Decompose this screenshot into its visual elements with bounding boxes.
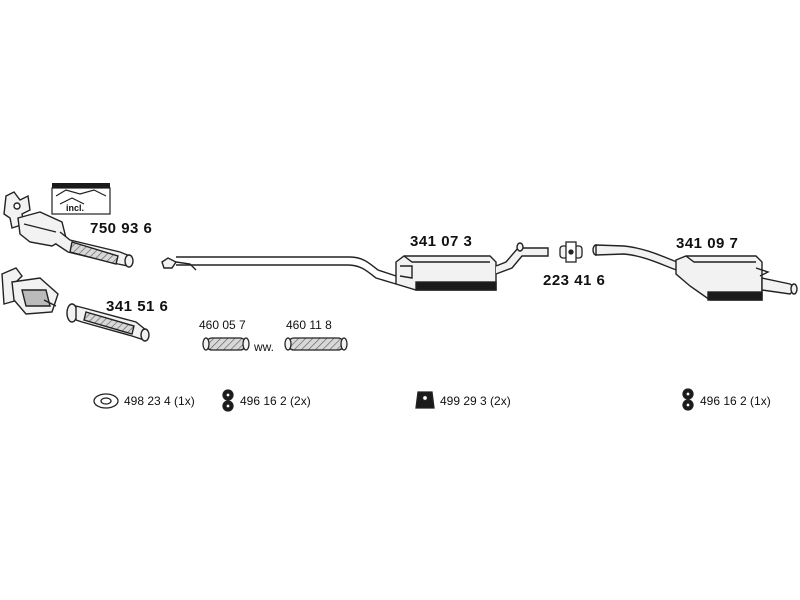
- gasket-kit-box-lid: [52, 183, 110, 188]
- ww-label: ww.: [254, 340, 275, 354]
- part-number-341516: 341 51 6: [106, 298, 169, 315]
- part-number-750936: 750 93 6: [90, 220, 153, 237]
- hanger-mount-icon: [415, 391, 435, 409]
- rear-muffler-341097: [592, 244, 798, 301]
- mount-label-496162-1x: 496 16 2 (1x): [700, 394, 771, 408]
- rubber-mount-icon-2: [682, 388, 694, 411]
- mount-label-498234: 498 23 4 (1x): [124, 394, 195, 408]
- gasket-kit-box: [51, 187, 111, 215]
- part-number-341073: 341 07 3: [410, 233, 473, 250]
- part-number-341097: 341 09 7: [676, 235, 739, 252]
- flex-pipe-460057: [202, 337, 250, 351]
- middle-pipe-341073: [161, 256, 397, 285]
- mount-label-496162-2x: 496 16 2 (2x): [240, 394, 311, 408]
- clamp-223416: [559, 241, 583, 263]
- part-number-460057: 460 05 7: [199, 318, 246, 332]
- flex-pipe-460118: [284, 337, 348, 351]
- part-number-223416: 223 41 6: [543, 272, 606, 289]
- mount-label-499293: 499 29 3 (2x): [440, 394, 511, 408]
- centre-muffler: [395, 242, 549, 291]
- rubber-mount-icon: [222, 389, 234, 412]
- catalytic-converter-750936: [3, 191, 134, 268]
- part-number-460118: 460 11 8: [286, 318, 332, 332]
- front-pipe-341516: [66, 303, 150, 342]
- incl-label: incl.: [66, 203, 85, 213]
- catalytic-converter-2: [1, 267, 59, 315]
- gasket-ring-icon: [93, 393, 119, 409]
